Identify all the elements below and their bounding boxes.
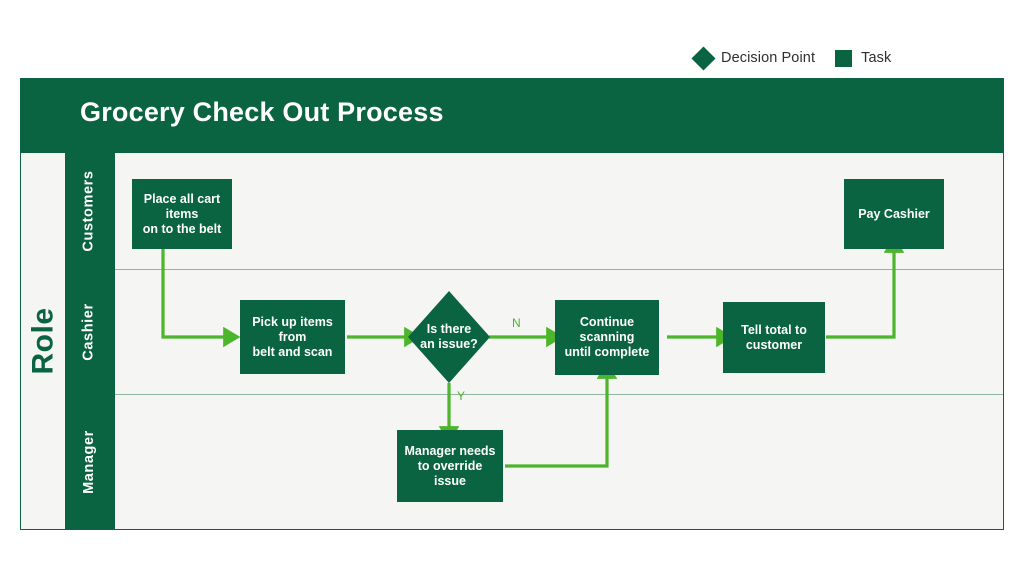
node-tell-total[interactable]: Tell total to customer: [723, 302, 825, 373]
node-label-is-there-an-issue: Is there an issue?: [420, 322, 478, 351]
edge-label-n: N: [512, 316, 521, 330]
lane-divider-cashier-manager: [115, 394, 1003, 395]
diamond-icon: [691, 45, 716, 71]
square-icon: [835, 49, 853, 67]
lane-header-label-customers: Customers: [81, 170, 97, 252]
page-title: Grocery Check Out Process: [80, 97, 444, 127]
swimlane-diagram: Grocery Check Out Process Role Customers…: [20, 78, 1004, 530]
node-pay-cashier[interactable]: Pay Cashier: [844, 179, 944, 249]
legend: Decision Point Task: [691, 45, 892, 71]
diagram-title-bar: Grocery Check Out Process: [20, 78, 1004, 152]
lane-divider-customers-cashier: [115, 269, 1003, 270]
node-place-items[interactable]: Place all cart items on to the belt: [132, 179, 232, 249]
role-header-label: Role: [26, 307, 60, 375]
lane-header-label-cashier: Cashier: [81, 303, 97, 361]
legend-item-decision-point: Decision Point: [691, 45, 816, 71]
lane-header-label-manager: Manager: [81, 430, 97, 494]
node-is-there-an-issue[interactable]: Is there an issue?: [408, 291, 490, 383]
lane-body-manager: [115, 395, 1003, 529]
lane-header-cashier[interactable]: Cashier: [65, 270, 113, 394]
node-continue-scanning[interactable]: Continue scanning until complete: [555, 300, 659, 375]
lane-header-customers[interactable]: Customers: [65, 153, 113, 269]
decision-diamond-shape: [408, 291, 490, 383]
edge-label-y: Y: [457, 389, 466, 403]
node-manager-override[interactable]: Manager needs to override issue: [397, 430, 503, 502]
legend-label-decision-point: Decision Point: [721, 50, 816, 66]
legend-label-task: Task: [861, 50, 892, 66]
lane-header-manager[interactable]: Manager: [65, 395, 113, 529]
legend-item-task: Task: [835, 49, 892, 67]
role-header-column: Role: [21, 153, 65, 529]
node-pick-up-items[interactable]: Pick up items from belt and scan: [240, 300, 345, 374]
